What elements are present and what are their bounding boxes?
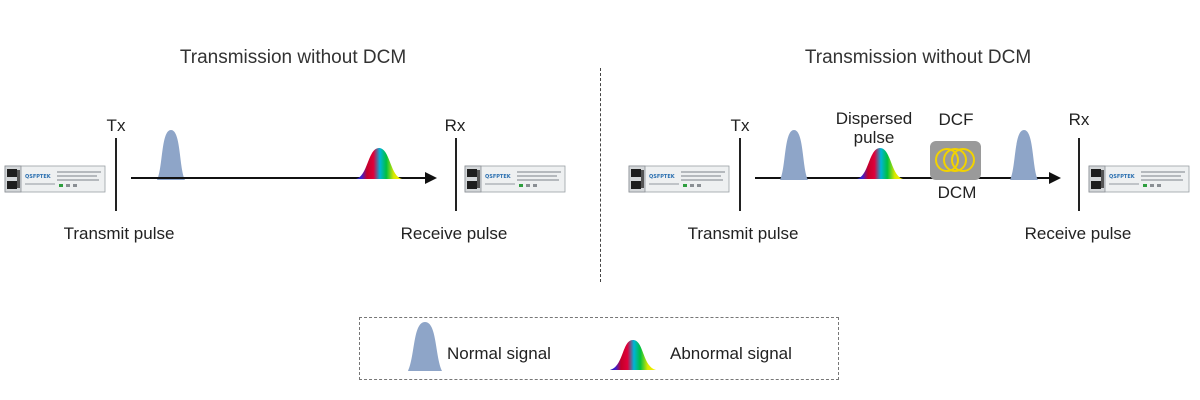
left-rx-marker-line [455,138,457,211]
left-panel-title: Transmission without DCM [179,47,407,68]
dispersed-label-line1: Dispersed [835,109,913,128]
legend-normal-label: Normal signal [447,344,551,363]
left-rx-label: Rx [444,116,466,135]
panel-divider [600,68,601,282]
legend-abnormal-label: Abnormal signal [670,344,792,363]
dispersed-label-line2: pulse [853,128,895,147]
right-dispersed-pulse-icon [857,148,903,179]
right-tx-module-icon [628,165,730,193]
legend-abnormal-pulse-icon [610,340,656,370]
right-rx-module-icon [1088,165,1190,193]
fiber-coil-icon [930,141,981,180]
right-transmit-caption: Transmit pulse [687,224,799,243]
right-tx-label: Tx [730,116,750,135]
left-tx-label: Tx [106,116,126,135]
left-transmit-caption: Transmit pulse [63,224,175,243]
left-dispersed-pulse-icon [356,148,402,179]
legend-normal-pulse-icon [408,322,442,371]
left-transmit-pulse-icon [157,130,185,180]
right-panel-title: Transmission without DCM [804,47,1032,68]
left-tx-marker-line [115,138,117,211]
left-tx-module-icon [4,165,106,193]
right-rx-marker-line [1078,138,1080,211]
dcf-label: DCF [938,110,974,129]
right-tx-marker-line [739,138,741,211]
legend-box [359,317,839,380]
dcm-label: DCM [937,183,977,202]
dispersed-pulse-label: Dispersed pulse [836,109,913,147]
right-rx-label: Rx [1068,110,1090,129]
right-transmit-pulse-icon [780,130,808,180]
right-receive-caption: Receive pulse [1024,224,1132,243]
left-receive-caption: Receive pulse [400,224,508,243]
right-restored-pulse-icon [1010,130,1038,180]
left-rx-module-icon [464,165,566,193]
